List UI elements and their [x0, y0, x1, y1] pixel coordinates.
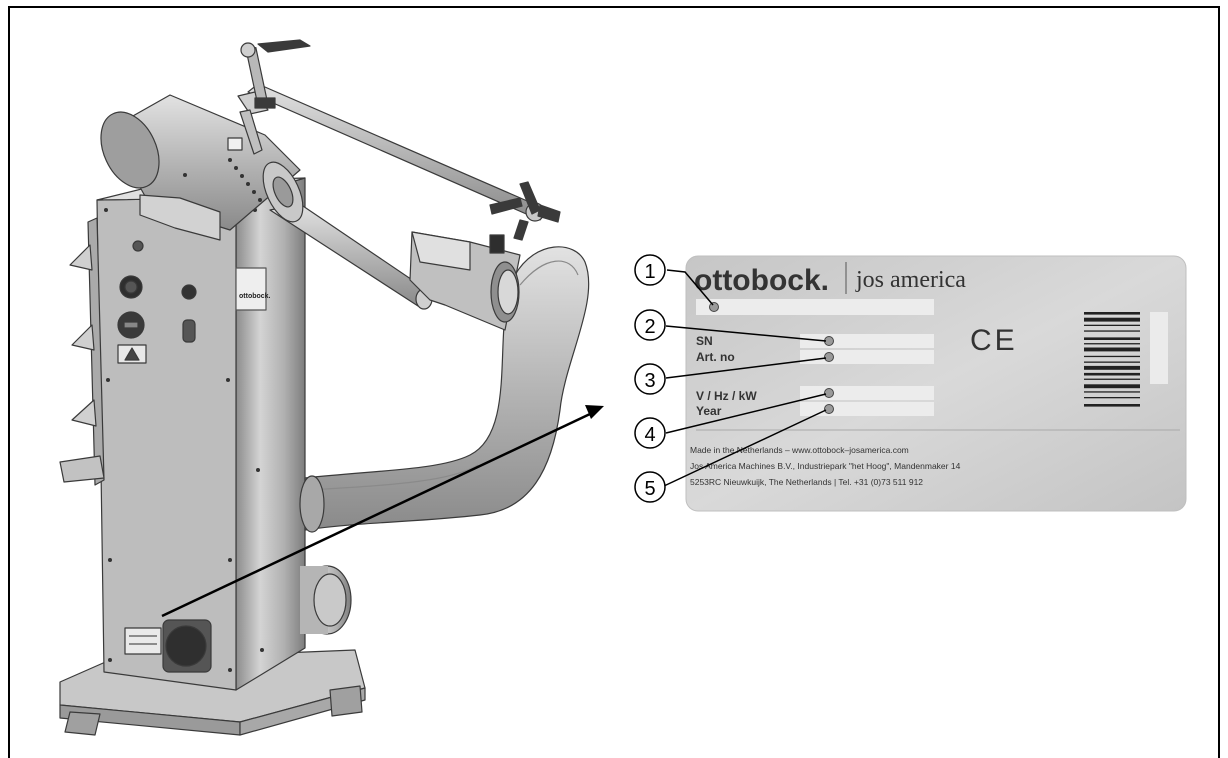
barcode-bar	[1084, 312, 1140, 315]
field-vhzkw-label: V / Hz / kW	[696, 389, 757, 403]
callout-3-label: 3	[644, 370, 655, 392]
exhaust-duct	[304, 246, 590, 531]
field-year-label: Year	[696, 404, 722, 418]
callout-5-label: 5	[644, 478, 655, 500]
rating-plate: ottobock. jos america SN Art. no V / Hz …	[685, 255, 1187, 512]
barcode-bar	[1084, 347, 1140, 352]
plate-footer-line-2: Jos America Machines B.V., Industriepark…	[690, 461, 961, 471]
barcode-blank	[1150, 312, 1168, 384]
callout-4-leader	[665, 393, 827, 434]
callout-1-label: 1	[644, 261, 655, 283]
field-5-dot	[824, 404, 834, 414]
barcode-bar	[1084, 355, 1140, 358]
callout-circles: 1 2 3 4 5	[634, 254, 666, 503]
machine-illustration: ottobock.	[59, 39, 590, 736]
barcode-bar	[1084, 324, 1140, 326]
field-year-box	[800, 402, 934, 416]
field-sn-label: SN	[696, 334, 713, 348]
callout-3-leader	[665, 357, 827, 379]
front-badge	[235, 267, 267, 311]
plate-background	[685, 255, 1187, 512]
pointer-arrow	[161, 405, 604, 618]
barcode-bar	[1084, 378, 1140, 380]
plate-brand-secondary: jos america	[855, 267, 966, 293]
field-1-box	[696, 299, 934, 315]
plate-footer-line-3: 5253RC Nieuwkuijk, The Netherlands | Tel…	[690, 477, 923, 487]
front-badge-label: ottobock.	[239, 293, 271, 300]
figure-frame	[8, 6, 1220, 758]
barcode-bar	[1084, 343, 1140, 345]
ce-mark: CE	[970, 324, 1018, 357]
callout-4-circle	[634, 417, 666, 449]
field-1-dot	[709, 302, 719, 312]
callout-3-circle	[634, 363, 666, 395]
column-side-panel	[235, 177, 306, 691]
callouts	[663, 269, 827, 487]
callout-2-circle	[634, 309, 666, 341]
callout-4-label: 4	[644, 424, 655, 446]
callout-5-circle	[634, 471, 666, 503]
barcode-bar	[1084, 365, 1140, 370]
field-artno-label: Art. no	[696, 350, 735, 364]
barcode-bar	[1084, 397, 1140, 399]
barcode-bar	[1084, 337, 1140, 340]
barcode	[1084, 312, 1140, 407]
field-sn-box	[800, 334, 934, 348]
field-4-dot	[824, 388, 834, 398]
barcode-bar	[1084, 372, 1140, 376]
barcode-bar	[1084, 384, 1140, 389]
callout-1-circle	[634, 254, 666, 286]
field-artno-box	[800, 350, 934, 364]
callout-2-leader	[665, 325, 827, 342]
barcode-bar	[1084, 404, 1140, 407]
field-vhzkw-box	[800, 386, 934, 400]
barcode-bar	[1084, 317, 1140, 322]
callout-1-leader	[666, 269, 714, 306]
barcode-bar	[1084, 361, 1140, 363]
barcode-bar	[1084, 391, 1140, 393]
plate-brand-primary: ottobock.	[694, 264, 829, 297]
column-front-panel	[96, 197, 237, 691]
barcode-bar	[1084, 330, 1140, 332]
plate-footer-line-1: Made in the Netherlands – www.ottobock–j…	[690, 445, 909, 455]
field-3-dot	[824, 352, 834, 362]
callout-2-label: 2	[644, 316, 655, 338]
callout-5-leader	[663, 409, 827, 487]
